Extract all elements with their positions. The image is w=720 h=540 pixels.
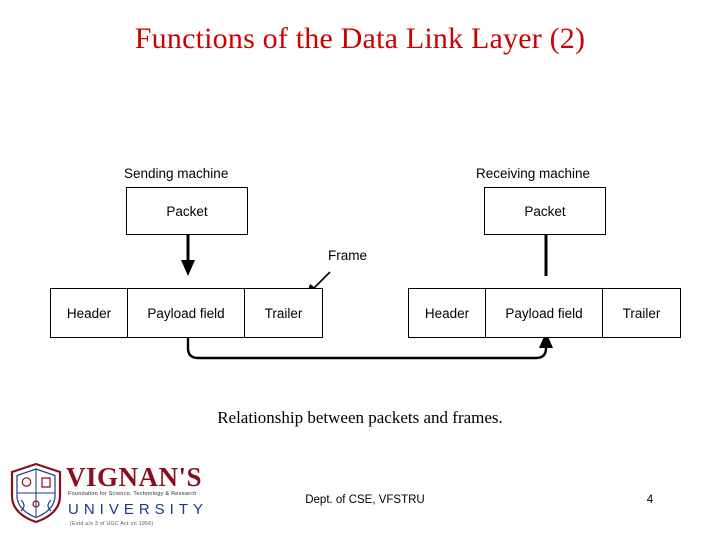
diagram-arrows — [181, 210, 553, 360]
sending-frame-trailer: Trailer — [244, 288, 323, 338]
label-frame: Frame — [328, 248, 368, 263]
receiving-frame-payload: Payload field — [485, 288, 603, 338]
university-crest-icon — [10, 462, 62, 524]
sending-frame-payload: Payload field — [127, 288, 245, 338]
footer-page-number: 4 — [646, 494, 654, 506]
vignans-logo: VIGNAN'S Foundation for Science, Technol… — [8, 458, 203, 536]
footer-department: Dept. of CSE, VFSTRU — [305, 494, 425, 506]
logo-wordmark: VIGNAN'S — [66, 462, 203, 492]
logo-tagline: Foundation for Science, Technology & Res… — [68, 491, 197, 497]
logo-subtext: (Estd.u/s 3 of UGC Act on 1956) — [70, 521, 154, 527]
logo-university: UNIVERSITY — [68, 501, 209, 518]
sending-packet-box: Packet — [126, 187, 248, 235]
diagram-caption: Relationship between packets and frames. — [217, 408, 503, 427]
page-title: Functions of the Data Link Layer (2) — [134, 22, 586, 55]
receiving-frame-header: Header — [408, 288, 486, 338]
receiving-packet-box: Packet — [484, 187, 606, 235]
label-receiving-machine: Receiving machine — [476, 166, 591, 181]
arrow-transmission-link — [186, 332, 553, 360]
receiving-frame-trailer: Trailer — [602, 288, 681, 338]
packet-frame-diagram: Sending machine Receiving machine Frame … — [0, 150, 720, 400]
sending-frame-header: Header — [50, 288, 128, 338]
label-sending-machine: Sending machine — [124, 166, 229, 181]
